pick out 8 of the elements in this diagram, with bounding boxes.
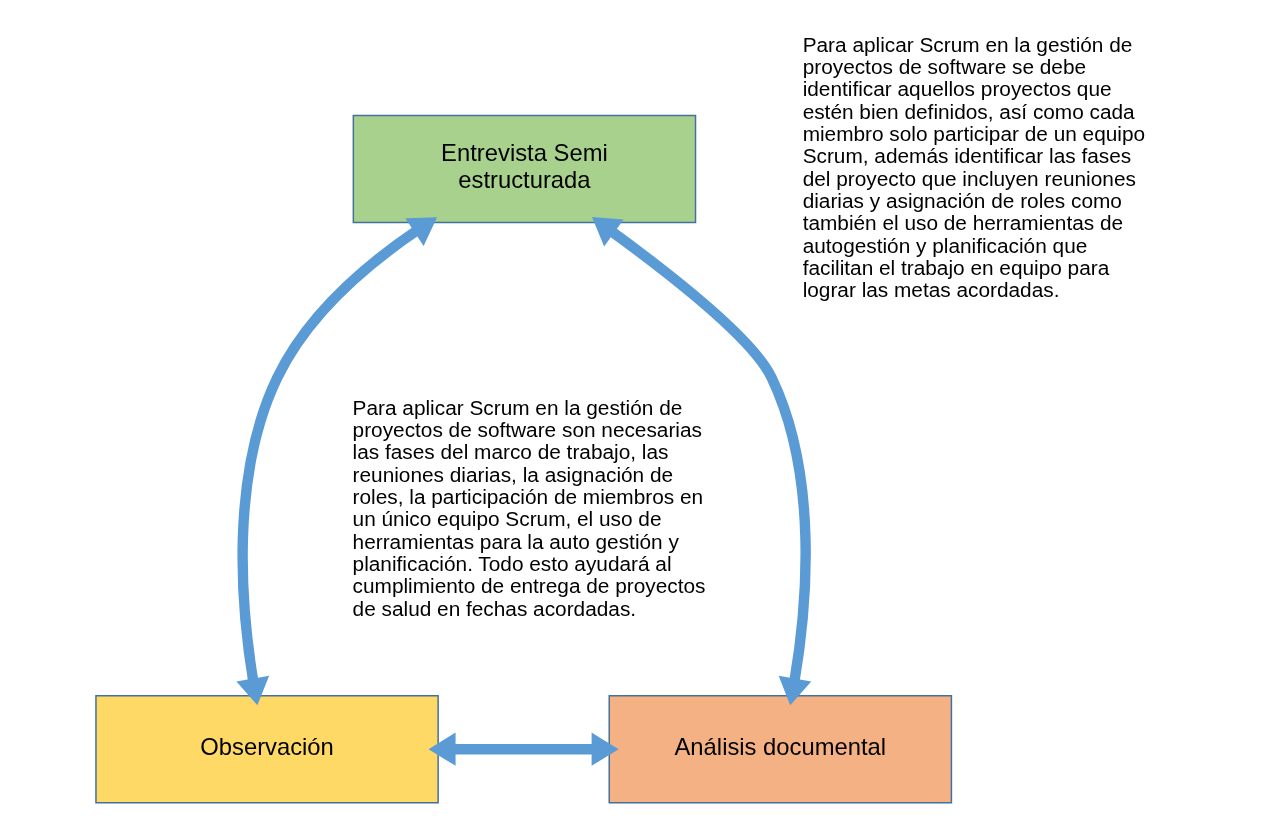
label: Para aplicar Scrum en la gestión de proyectos de software son necesarias las fases del marco de trabajo, las reuniones diarias, la asignación de roles, la participación de miembros en un único equipo Scrum, el uso de herramientas para la auto gestión y planificación. Todo esto ayudará al cumplimiento de entrega de proyectos de salud en fechas acordadas. bbox=[352, 395, 706, 620]
arrow bbox=[591, 217, 812, 706]
node-box: Observación bbox=[95, 694, 439, 804]
arrow bbox=[236, 217, 438, 706]
node-box: Análisis documental bbox=[608, 694, 953, 804]
arrow bbox=[428, 732, 619, 766]
label: Para aplicar Scrum en la gestión de proyectos de software se debe identificar aquellos proyectos que estén bien definidos, así como cada miembro solo participar de un equipo Scrum, además identificar las fases del proyecto que incluyen reuniones diarias y asignación de roles como también el uso de herramientas de autogestión y planificación que facilitan el trabajo en equipo para lograr las metas acordadas. bbox=[802, 32, 1146, 302]
node-box: Entrevista Semi estructurada bbox=[352, 114, 697, 224]
